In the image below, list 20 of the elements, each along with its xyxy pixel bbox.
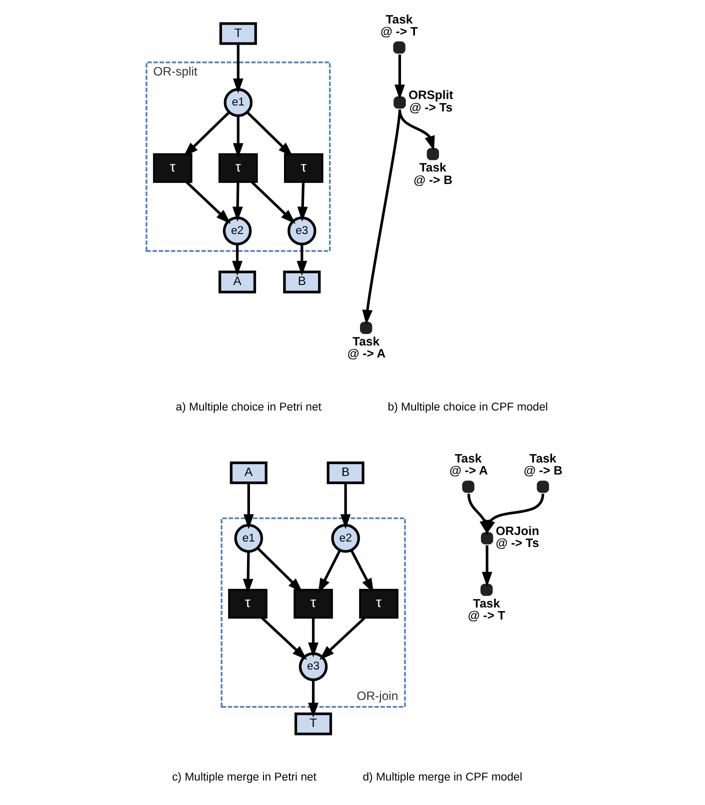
node-label: Task [472,596,500,610]
node-label: ORJoin [495,524,539,538]
node-label: @ -> T [467,608,505,623]
node-label: Task [352,334,380,348]
node-label: ORSplit [408,88,453,102]
label: c) Multiple merge in Petri net [172,772,316,784]
node-label: Task [418,160,446,175]
label: a) Multiple choice in Petri net [175,401,321,414]
label: d) Multiple merge in CPF model [362,772,522,784]
node-label: @ -> T [380,24,418,38]
node-label: @ -> Ts [408,100,452,114]
node-label: Task [454,451,482,466]
node-label: @ -> A [346,346,386,361]
node-label: @ -> B [523,464,562,478]
node-label: @ -> A [448,464,488,478]
node-label: @ -> B [413,172,452,187]
label: b) Multiple choice in CPF model [387,401,548,414]
node-label: Task [528,451,556,466]
node-label: Task [385,12,412,26]
node-label: @ -> Ts [495,536,539,550]
